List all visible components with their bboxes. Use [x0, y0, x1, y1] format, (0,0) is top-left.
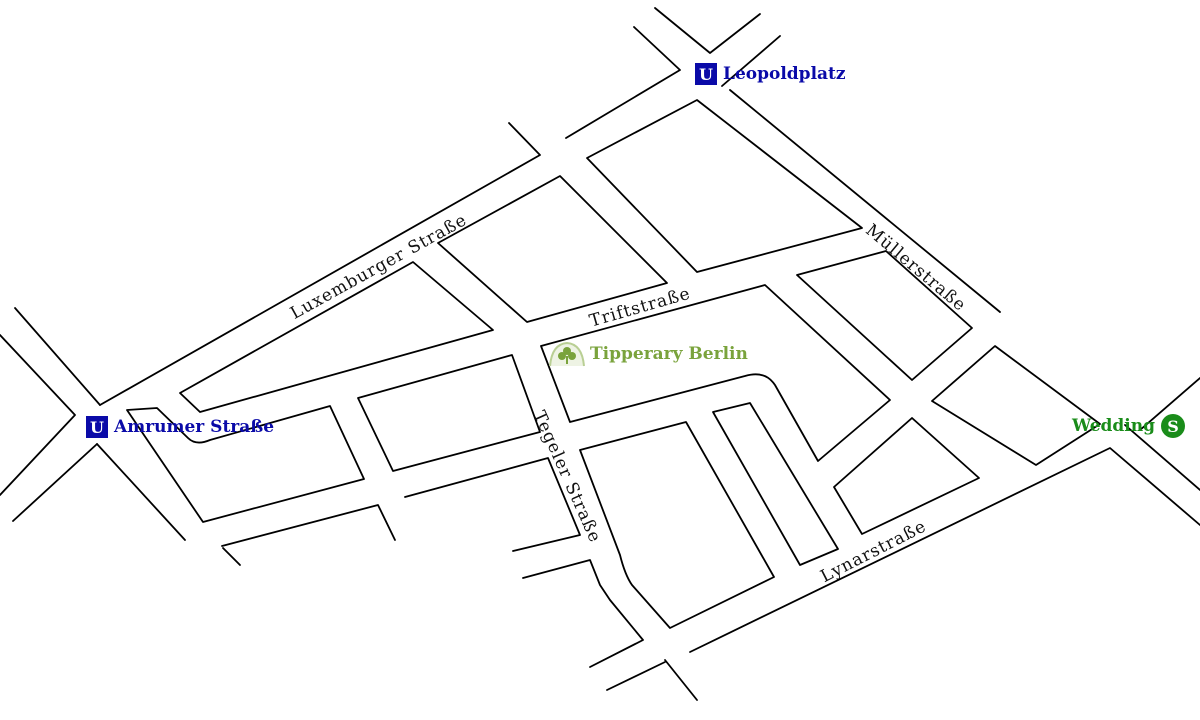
station-wedding[interactable]: Wedding S — [1072, 414, 1185, 438]
block — [437, 175, 668, 323]
block — [126, 405, 365, 523]
block — [540, 284, 891, 462]
block — [579, 421, 775, 629]
block — [712, 402, 839, 566]
poi-tipperary-berlin[interactable]: Tipperary Berlin — [548, 340, 748, 368]
station-amrumer-strasse[interactable]: U Amrumer Straße — [86, 416, 274, 438]
block — [179, 261, 494, 413]
block — [586, 99, 863, 273]
station-name: Amrumer Straße — [114, 417, 275, 437]
station-name: Wedding — [1072, 416, 1155, 436]
ubahn-icon: U — [86, 416, 108, 438]
sbahn-icon: S — [1161, 414, 1185, 438]
poi-name: Tipperary Berlin — [590, 344, 748, 364]
block — [833, 417, 980, 535]
station-leopoldplatz[interactable]: U Leopoldplatz — [695, 63, 846, 85]
block — [796, 250, 973, 381]
block — [931, 345, 1101, 466]
station-name: Leopoldplatz — [723, 64, 846, 84]
block — [357, 354, 541, 472]
ubahn-icon: U — [695, 63, 717, 85]
shamrock-icon — [549, 341, 585, 367]
